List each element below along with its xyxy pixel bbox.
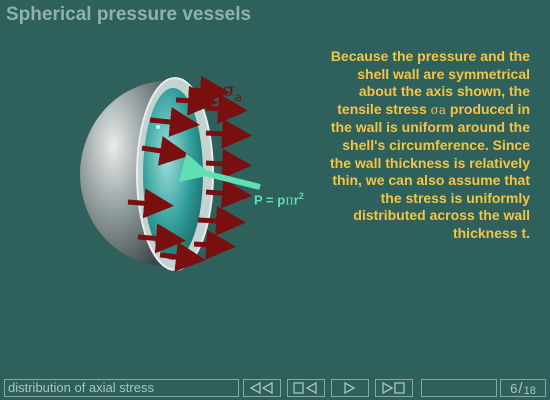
skip-to-last-icon bbox=[382, 382, 405, 394]
stress-arrow-10 bbox=[197, 205, 246, 236]
force-label-r: r bbox=[293, 192, 299, 208]
sigma-a-label: σa bbox=[222, 79, 242, 104]
hemisphere-figure bbox=[80, 75, 261, 272]
stress-arrow-13 bbox=[159, 241, 206, 272]
shell-highlight bbox=[156, 125, 160, 129]
page-separator: / bbox=[518, 379, 523, 397]
previous-icon bbox=[293, 382, 317, 394]
page-title: Spherical pressure vessels bbox=[6, 4, 252, 25]
total-pages: 18 bbox=[523, 385, 536, 397]
explanation-text: Because the pressure and the shell wall … bbox=[318, 48, 530, 243]
explanation-part-2: produced in the wall is uniform around t… bbox=[330, 100, 530, 241]
next-page-button[interactable] bbox=[331, 379, 369, 397]
stress-arrow-1 bbox=[189, 75, 230, 106]
force-arrow bbox=[178, 153, 261, 190]
force-label-prefix: P = p bbox=[254, 192, 286, 208]
last-page-button[interactable] bbox=[375, 379, 413, 397]
explanation-part-1: Because the pressure and the shell wall … bbox=[330, 48, 530, 117]
stress-arrow-12 bbox=[193, 229, 236, 260]
stress-arrow-11 bbox=[137, 223, 186, 254]
sigma-subscript: a bbox=[234, 89, 243, 104]
force-label-pi: π bbox=[285, 193, 294, 209]
sigma-a-symbol: σa bbox=[430, 102, 446, 117]
topic-field[interactable]: distribution of axial stress bbox=[4, 379, 239, 397]
stress-arrow-2 bbox=[175, 85, 218, 116]
stress-arrow-4 bbox=[149, 107, 200, 137]
stress-arrow-6 bbox=[141, 136, 190, 166]
shell-inner bbox=[143, 88, 203, 260]
stress-arrow-3 bbox=[205, 93, 248, 124]
force-label: P = pπr2 bbox=[254, 191, 304, 208]
stress-arrow-5 bbox=[205, 118, 252, 149]
force-label-exp: 2 bbox=[298, 191, 304, 201]
skip-to-first-icon bbox=[249, 382, 273, 394]
navigation-bar: distribution of axial stress 6/18 bbox=[0, 377, 550, 400]
sigma-symbol: σ bbox=[222, 79, 235, 101]
previous-page-button[interactable] bbox=[287, 379, 325, 397]
stress-arrow-7 bbox=[205, 148, 252, 179]
stress-arrows bbox=[127, 75, 252, 272]
first-page-button[interactable] bbox=[243, 379, 281, 397]
nav-empty-field bbox=[421, 379, 497, 397]
next-icon bbox=[344, 382, 356, 394]
current-page: 6 bbox=[510, 380, 518, 396]
page-counter: 6/18 bbox=[500, 379, 546, 397]
stress-arrow-9 bbox=[205, 178, 252, 209]
stress-arrow-8 bbox=[127, 188, 174, 219]
